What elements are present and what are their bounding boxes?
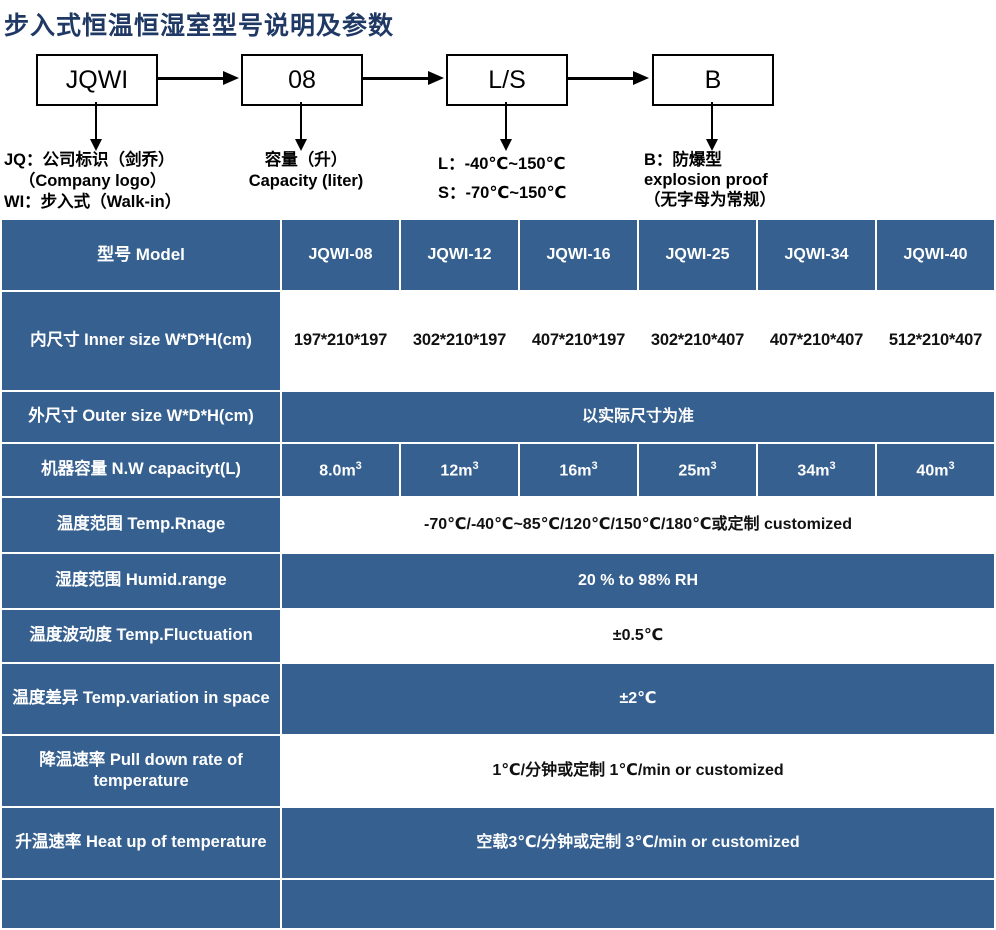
value-text: 12m [440, 461, 473, 479]
row-value-cell: 302*210*197 [401, 292, 518, 390]
superscript: 3 [710, 459, 717, 472]
table-row-truncated [2, 880, 994, 928]
header-model-cell: JQWI-12 [401, 220, 518, 290]
superscript: 3 [472, 459, 479, 472]
row-label: 湿度范围 Humid.range [2, 554, 280, 608]
row-label: 温度差异 Temp.variation in space [2, 664, 280, 734]
row-value-cell: 16m3 [520, 444, 637, 496]
legend-capacity: 容量（升） Capacity (liter) [226, 150, 386, 192]
value-text: 8.0m [319, 461, 356, 479]
row-value-cell: 197*210*197 [282, 292, 399, 390]
row-value-cell: 8.0m3 [282, 444, 399, 496]
legend-temp-range: L：-40℃~150℃ S：-70℃~150℃ [438, 150, 566, 208]
arrow-right-icon [156, 71, 239, 85]
header-model-cell: JQWI-16 [520, 220, 637, 290]
diagram-node-capacity: 08 [241, 54, 363, 106]
row-label: 机器容量 N.W capacityt(L) [2, 444, 280, 496]
diagram-node-label: 08 [288, 65, 316, 94]
arrow-down-icon [295, 102, 307, 151]
table-row: 湿度范围 Humid.range 20 % to 98% RH [2, 554, 994, 608]
diagram-node-temprange: L/S [446, 54, 568, 106]
legend-line: S：-70℃~150℃ [438, 183, 567, 202]
arrow-down-icon [706, 102, 718, 151]
table-header-row: 型号 Model JQWI-08 JQWI-12 JQWI-16 JQWI-25… [2, 220, 994, 290]
row-label: 降温速率 Pull down rate of temperature [2, 736, 280, 806]
row-merged-value: 以实际尺寸为准 [282, 392, 994, 442]
row-label [2, 880, 280, 928]
legend-jqwi: JQ：公司标识（剑乔） （Company logo） WI：步入式（Walk-i… [4, 150, 181, 213]
legend-line: （Company logo） [18, 172, 167, 191]
row-merged-value [282, 880, 994, 928]
model-code-diagram: JQWI 08 L/S B JQ：公司标识（剑乔） （Company logo）… [0, 42, 996, 218]
superscript: 3 [355, 459, 362, 472]
superscript: 3 [948, 459, 955, 472]
table-row: 降温速率 Pull down rate of temperature 1℃/分钟… [2, 736, 994, 806]
row-label: 温度波动度 Temp.Fluctuation [2, 610, 280, 662]
row-label: 升温速率 Heat up of temperature [2, 808, 280, 878]
table-row: 温度差异 Temp.variation in space ±2℃ [2, 664, 994, 734]
arrow-right-icon [361, 71, 444, 85]
diagram-node-label: L/S [488, 65, 526, 94]
row-value-cell: 25m3 [639, 444, 756, 496]
header-model-cell: JQWI-34 [758, 220, 875, 290]
value-text: 34m [797, 461, 830, 479]
row-merged-value: ±0.5℃ [282, 610, 994, 662]
superscript: 3 [829, 459, 836, 472]
row-label: 外尺寸 Outer size W*D*H(cm) [2, 392, 280, 442]
diagram-node-explosionproof: B [652, 54, 774, 106]
table-row: 升温速率 Heat up of temperature 空载3℃/分钟或定制 3… [2, 808, 994, 878]
legend-line: WI：步入式（Walk-in） [4, 193, 182, 212]
row-merged-value: 空载3℃/分钟或定制 3℃/min or customized [282, 808, 994, 878]
header-row-label: 型号 Model [2, 220, 280, 290]
table-row: 温度范围 Temp.Rnage -70℃/-40℃~85℃/120℃/150℃/… [2, 498, 994, 552]
arrow-right-icon [566, 71, 649, 85]
legend-line: Capacity (liter) [248, 172, 364, 191]
row-merged-value: 1℃/分钟或定制 1℃/min or customized [282, 736, 994, 806]
row-label: 温度范围 Temp.Rnage [2, 498, 280, 552]
legend-explosion-proof: B：防爆型 explosion proof （无字母为常规） [644, 150, 776, 210]
page-title: 步入式恒温恒湿室型号说明及参数 [4, 12, 395, 40]
diagram-node-jqwi: JQWI [36, 54, 158, 106]
table-row: 外尺寸 Outer size W*D*H(cm) 以实际尺寸为准 [2, 392, 994, 442]
legend-line: （无字母为常规） [644, 191, 776, 210]
header-model-cell: JQWI-08 [282, 220, 399, 290]
table-row: 内尺寸 Inner size W*D*H(cm) 197*210*197 302… [2, 292, 994, 390]
row-value-cell: 12m3 [401, 444, 518, 496]
value-text: 40m [916, 461, 949, 479]
legend-line: explosion proof [644, 171, 768, 190]
row-value-cell: 512*210*407 [877, 292, 994, 390]
row-value-cell: 40m3 [877, 444, 994, 496]
value-text: 25m [678, 461, 711, 479]
row-merged-value: ±2℃ [282, 664, 994, 734]
diagram-node-label: B [704, 65, 722, 94]
legend-line: 容量（升） [264, 151, 348, 169]
row-merged-value: 20 % to 98% RH [282, 554, 994, 608]
row-value-cell: 34m3 [758, 444, 875, 496]
row-value-cell: 407*210*407 [758, 292, 875, 390]
superscript: 3 [591, 459, 598, 472]
legend-line: L：-40℃~150℃ [438, 155, 566, 173]
page-root: 步入式恒温恒湿室型号说明及参数 JQWI 08 L/S B JQ：公司标识（剑乔… [0, 12, 996, 928]
header-model-cell: JQWI-25 [639, 220, 756, 290]
table-row: 机器容量 N.W capacityt(L) 8.0m3 12m3 16m3 25… [2, 444, 994, 496]
arrow-down-icon [500, 102, 512, 151]
header-model-cell: JQWI-40 [877, 220, 994, 290]
value-text: 16m [559, 461, 592, 479]
row-value-cell: 407*210*197 [520, 292, 637, 390]
diagram-node-label: JQWI [65, 65, 129, 94]
legend-line: B：防爆型 [644, 151, 722, 169]
row-merged-value: -70℃/-40℃~85℃/120℃/150℃/180℃或定制 customiz… [282, 498, 994, 552]
spec-table: 型号 Model JQWI-08 JQWI-12 JQWI-16 JQWI-25… [0, 218, 996, 930]
legend-line: JQ：公司标识（剑乔） [4, 151, 175, 169]
row-value-cell: 302*210*407 [639, 292, 756, 390]
table-row: 温度波动度 Temp.Fluctuation ±0.5℃ [2, 610, 994, 662]
arrow-down-icon [90, 102, 102, 151]
row-label: 内尺寸 Inner size W*D*H(cm) [2, 292, 280, 390]
